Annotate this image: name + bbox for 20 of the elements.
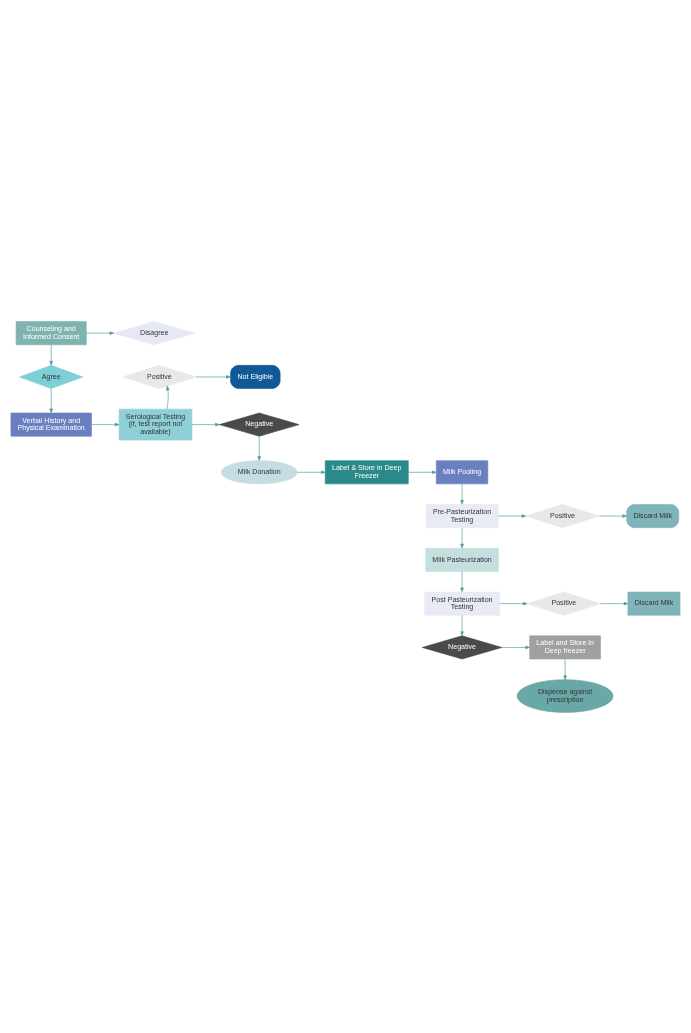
arrow — [598, 513, 627, 518]
arrow — [499, 601, 528, 605]
arrow — [191, 422, 220, 426]
arrow — [86, 331, 114, 335]
arrow — [600, 601, 629, 605]
arrow — [296, 470, 326, 474]
arrow — [195, 374, 231, 379]
arrow — [91, 422, 120, 426]
arrow — [460, 614, 464, 636]
arrow — [501, 645, 530, 649]
arrow — [497, 513, 527, 518]
arrow — [460, 483, 464, 504]
arrow — [460, 570, 464, 592]
arrow — [257, 435, 261, 461]
arrow — [460, 527, 464, 548]
arrow — [166, 385, 170, 409]
arrow — [408, 470, 437, 474]
arrow — [49, 344, 53, 365]
arrow — [49, 387, 53, 413]
arrow — [563, 658, 567, 680]
